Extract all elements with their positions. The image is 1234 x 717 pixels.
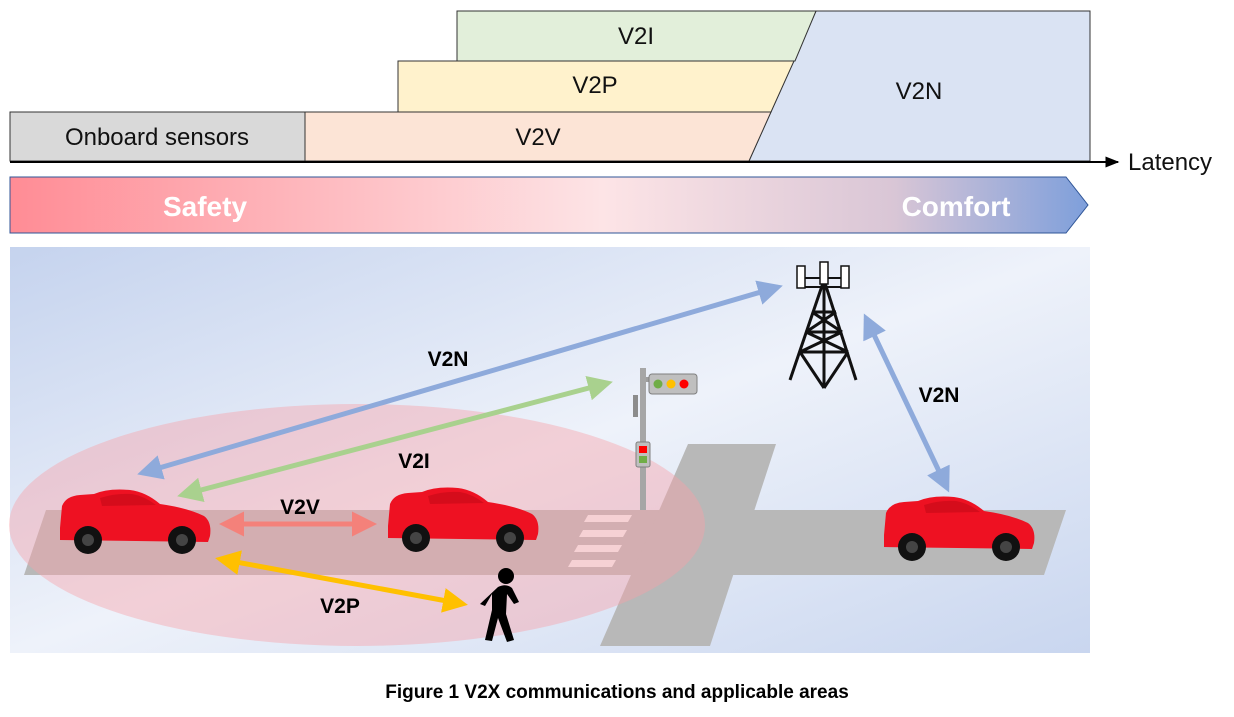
v2n-left-label: V2N	[428, 348, 469, 371]
v2p-scene-label: V2P	[320, 595, 360, 618]
comfort-label: Comfort	[902, 191, 1011, 222]
v2n-label: V2N	[896, 78, 943, 105]
crosswalk	[568, 515, 632, 567]
v2p-arrow	[215, 550, 468, 613]
v2i-bar	[456, 10, 817, 62]
cell-tower-icon	[788, 261, 858, 389]
latency-bars: V2I V2P Onboard sensors V2V V2N Latency	[9, 10, 1212, 176]
v2i-scene-label: V2I	[398, 450, 430, 473]
v2x-scene: V2N V2I V2V V2P V2N	[9, 247, 1090, 653]
pedestrian-icon	[480, 568, 519, 642]
v2n-right-label: V2N	[919, 384, 960, 407]
v2i-arrow	[177, 375, 613, 503]
safety-comfort-arrow: Safety Comfort	[9, 176, 1089, 234]
latency-axis-label: Latency	[1128, 149, 1212, 176]
safety-label: Safety	[163, 191, 247, 222]
v2v-label: V2V	[515, 124, 560, 151]
v2n-arrow-right	[863, 313, 950, 493]
road-vertical	[600, 444, 776, 646]
figure-caption: Figure 1 V2X communications and applicab…	[385, 682, 849, 703]
v2i-label: V2I	[618, 23, 654, 50]
v2p-label: V2P	[572, 72, 617, 99]
onboard-sensors-label: Onboard sensors	[65, 124, 249, 151]
onboard-sensors-bar	[9, 111, 306, 162]
v2v-scene-label: V2V	[280, 496, 320, 519]
